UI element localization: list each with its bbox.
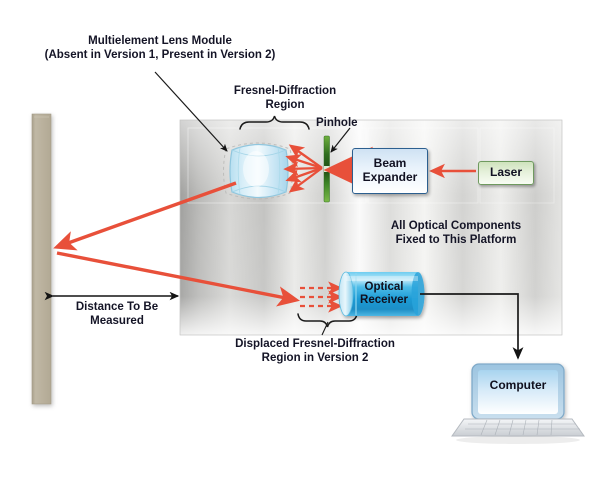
pinhole-aperture	[323, 135, 330, 203]
platform-note-line2: Fixed to This Platform	[395, 234, 517, 247]
laser-box: Laser	[478, 161, 534, 185]
displaced-fresnel-brace	[297, 313, 358, 328]
receiver-computer-connector	[420, 293, 524, 360]
fresnel-region-label-line2: Region	[265, 99, 305, 112]
displaced-region-label-line2: Region in Version 2	[261, 352, 369, 365]
platform-note-label: All Optical Components Fixed to This Pla…	[362, 219, 550, 247]
beam-expander-label-line2: Expander	[362, 170, 418, 184]
returning-beam-to-receiver	[56, 251, 301, 307]
beam-expander-box: Beam Expander	[352, 148, 428, 194]
displaced-region-label: Displaced Fresnel-Diffraction Region in …	[210, 337, 420, 365]
optical-receiver-label-line1: Optical	[364, 280, 404, 293]
lens-module-label-line2: (Absent in Version 1, Present in Version…	[44, 49, 276, 62]
platform-note-line1: All Optical Components	[390, 220, 522, 232]
fresnel-region-label-line1: Fresnel-Diffraction	[233, 85, 337, 97]
diverging-beam-arrows	[283, 144, 323, 193]
optical-receiver-label: Optical Receiver	[351, 276, 417, 312]
lens-module-label: Multielement Lens Module (Absent in Vers…	[20, 34, 300, 62]
pinhole-label-leader	[330, 127, 351, 153]
beam-expander-label-line1: Beam	[373, 156, 407, 171]
multielement-lens-module	[223, 142, 293, 200]
computer-laptop	[451, 363, 585, 444]
optical-receiver	[338, 271, 425, 317]
distance-label-line2: Measured	[90, 315, 144, 328]
computer-label: Computer	[489, 378, 547, 393]
distance-label-line1: Distance To Be	[75, 301, 159, 313]
distance-label: Distance To Be Measured	[52, 300, 182, 328]
displaced-region-label-line1: Displaced Fresnel-Diffraction	[235, 338, 395, 350]
target-wall	[31, 113, 52, 405]
displaced-label-leader	[321, 321, 329, 336]
optical-receiver-label-line2: Receiver	[360, 294, 408, 306]
fresnel-region-brace	[239, 115, 310, 130]
fresnel-region-label: Fresnel-Diffraction Region	[205, 84, 365, 112]
outgoing-beam-to-wall	[53, 181, 237, 251]
received-beam-dashed-arrows	[300, 281, 343, 313]
pinhole-label: Pinhole	[316, 117, 358, 129]
lens-module-label-line1: Multielement Lens Module	[88, 35, 232, 47]
lens-label-leader	[154, 71, 228, 152]
